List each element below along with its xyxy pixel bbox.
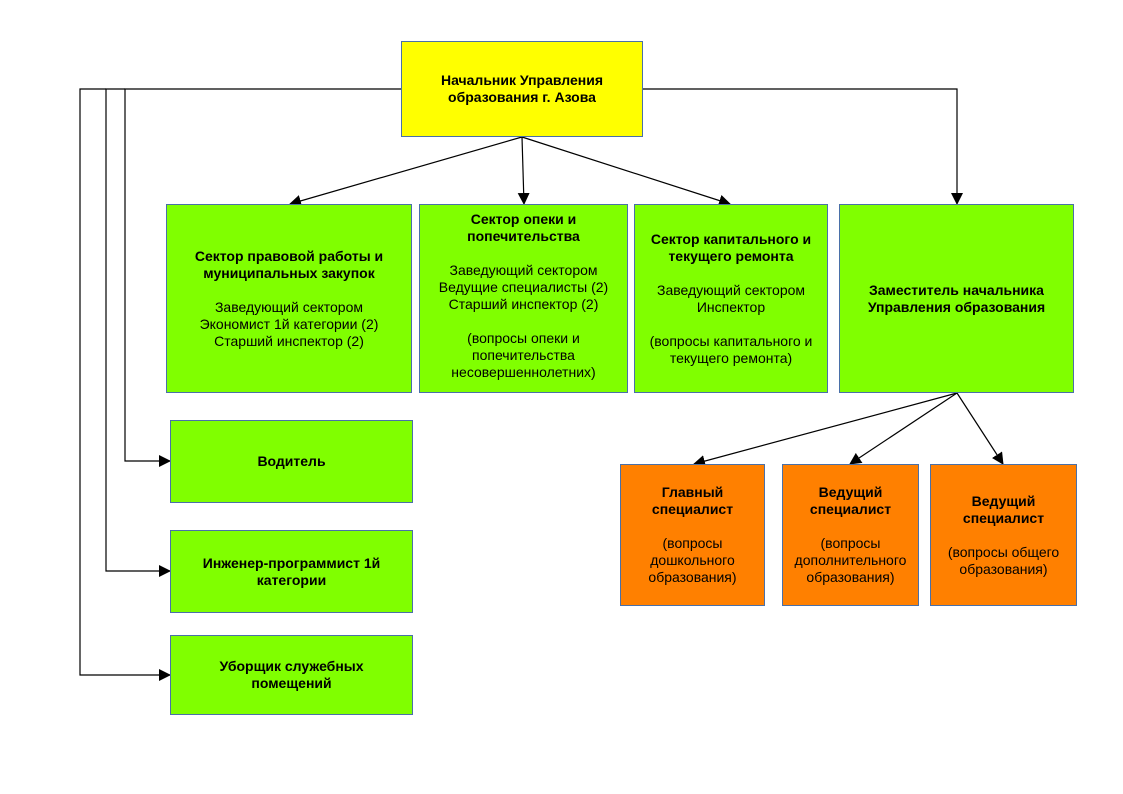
edge-head-deputy <box>643 88 963 205</box>
node-cleaner: Уборщик служебных помещений <box>170 635 413 715</box>
edge-head-programmer <box>105 88 171 577</box>
node-head-title: Начальник Управления образования г. Азов… <box>440 72 604 105</box>
node-guardianship-note: (вопросы опеки и попечительства несоверш… <box>451 330 596 380</box>
node-driver: Водитель <box>170 420 413 503</box>
edge-deputy-lead-general <box>956 392 1004 465</box>
node-guardianship-sector: Сектор опеки и попечительства Заведующий… <box>419 204 628 393</box>
node-legal-staff: Заведующий сектором Экономист 1й категор… <box>199 298 379 349</box>
node-programmer: Инженер-программист 1й категории <box>170 530 413 613</box>
node-head: Начальник Управления образования г. Азов… <box>401 41 643 137</box>
edge-head-driver <box>124 88 401 467</box>
node-deputy: Заместитель начальника Управления образо… <box>839 204 1074 393</box>
node-lead-specialist-additional-note: (вопросы дополнительного образования) <box>794 535 907 585</box>
node-chief-specialist-note: (вопросы дошкольного образования) <box>648 535 737 585</box>
node-driver-title: Водитель <box>257 453 326 469</box>
edge-head-cleaner <box>79 88 171 681</box>
edge-head-repair <box>521 136 731 207</box>
node-lead-specialist-additional-title: Ведущий специалист <box>809 484 892 517</box>
node-repair-title: Сектор капитального и текущего ремонта <box>650 230 812 264</box>
node-deputy-title: Заместитель начальника Управления образо… <box>867 281 1046 315</box>
node-repair-sector: Сектор капитального и текущего ремонта З… <box>634 204 828 393</box>
node-repair-staff: Заведующий сектором Инспектор <box>656 281 806 315</box>
node-chief-specialist-title: Главный специалист <box>651 484 734 517</box>
node-legal-sector: Сектор правовой работы и муниципальных з… <box>166 204 412 393</box>
node-repair-note: (вопросы капитального и текущего ремонта… <box>649 332 813 366</box>
edge-head-legal <box>289 136 523 207</box>
node-lead-specialist-general-note: (вопросы общего образования) <box>947 543 1060 577</box>
node-programmer-title: Инженер-программист 1й категории <box>202 554 381 588</box>
node-chief-specialist: Главный специалист (вопросы дошкольного … <box>620 464 765 606</box>
node-guardianship-staff: Заведующий сектором Ведущие специалисты … <box>438 262 609 312</box>
node-lead-specialist-additional: Ведущий специалист (вопросы дополнительн… <box>782 464 919 606</box>
edge-deputy-chief <box>693 392 958 467</box>
node-cleaner-title: Уборщик служебных помещений <box>219 658 364 691</box>
node-lead-specialist-general: Ведущий специалист (вопросы общего образ… <box>930 464 1077 606</box>
node-legal-title: Сектор правовой работы и муниципальных з… <box>194 247 384 281</box>
edge-head-guardianship <box>517 136 530 205</box>
node-guardianship-title: Сектор опеки и попечительства <box>467 211 580 244</box>
node-lead-specialist-general-title: Ведущий специалист <box>962 492 1045 526</box>
edge-deputy-lead-additional <box>849 392 958 465</box>
